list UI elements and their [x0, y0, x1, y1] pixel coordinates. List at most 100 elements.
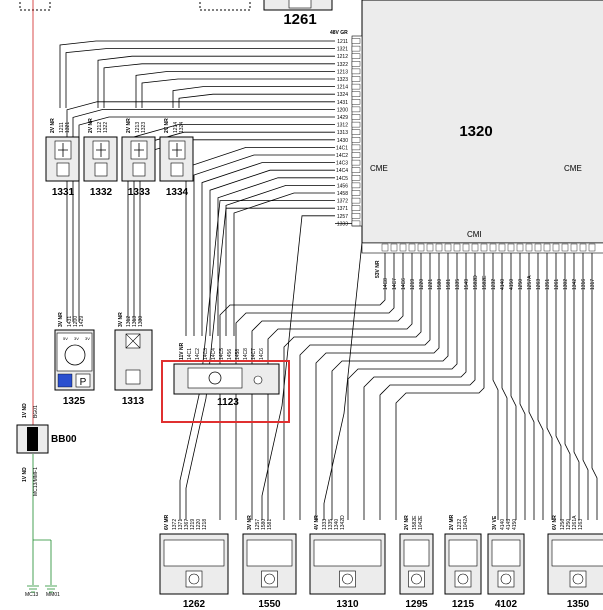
part-face	[403, 539, 430, 567]
part-1123-wire	[193, 154, 335, 336]
coil-wire	[97, 55, 335, 108]
ecu-pin-label: 1312	[337, 123, 348, 129]
cmi-wire	[299, 253, 431, 520]
cmi-pin	[444, 243, 452, 252]
ecu-pin-label: 1324	[337, 92, 348, 98]
part-wire-label: 1335	[328, 519, 334, 530]
sensor-1325-wire-label: 1429	[79, 316, 85, 327]
ecu-pin	[351, 190, 361, 196]
coil-wire	[103, 63, 335, 108]
cmi-wire-label: 1580	[437, 279, 443, 290]
part-connector: 4V NR	[314, 515, 320, 530]
part-wire-label: 1042A	[463, 515, 469, 530]
cmi-wire-label: 1220	[419, 279, 425, 290]
coil-icon	[58, 143, 68, 157]
part-wire-label: 1250	[566, 519, 572, 530]
ecu-pin-label: 1458	[337, 191, 348, 197]
coil-wire-label: 1322	[103, 122, 109, 133]
part-wire-label: 4140	[500, 519, 506, 530]
part-symbol	[188, 573, 200, 585]
cmi-wire	[537, 253, 544, 520]
cmi-pin	[579, 243, 587, 252]
coil-wire	[65, 48, 335, 108]
sensor-pin-label: 5V	[63, 336, 68, 341]
cmi-wire	[510, 253, 517, 520]
coil-wire-label: 1324	[179, 122, 185, 133]
cmi-pin	[417, 243, 425, 252]
pedal-icon	[208, 371, 222, 385]
coil-icon	[134, 143, 144, 157]
cmi-pin	[399, 243, 407, 252]
part-code: 1550	[258, 599, 281, 610]
part-wire-label: 1333	[322, 519, 328, 530]
cmi-wire	[315, 253, 440, 520]
coil-wire	[172, 86, 335, 108]
ecu-pin	[351, 159, 361, 166]
part-wire-label: 1263	[578, 519, 584, 530]
cmi-wire	[582, 253, 589, 520]
cmi-pin	[489, 243, 497, 252]
sensor-pin-label: 3V	[74, 336, 79, 341]
cmi-wire-label: 1581	[446, 279, 452, 290]
cmi-wire-label: 14C7	[392, 278, 398, 290]
ecu-pin	[351, 205, 361, 211]
cmi-wire	[283, 253, 422, 520]
ecu-pin-label: 1313	[337, 130, 348, 136]
sensor-1325-wire-label: 1431	[67, 316, 73, 327]
ecu-pin	[351, 121, 361, 128]
part-1123-connector: 11V NR	[179, 342, 185, 360]
cmi-wire	[347, 253, 458, 520]
coil-wire-label: 1323	[141, 122, 147, 133]
cmi-wire	[546, 253, 553, 520]
cmi-wire	[379, 253, 476, 520]
ecu-pin	[351, 91, 361, 97]
pressure-icon	[64, 344, 86, 366]
cmi-wire-label: 1317	[590, 279, 596, 290]
cmi-pin	[480, 243, 488, 252]
part-symbol	[342, 573, 353, 585]
part-connector: 3V VE	[492, 515, 498, 530]
ecu-pin-label: 1429	[337, 115, 348, 121]
p-letter: P	[80, 377, 87, 388]
cmi-pin	[462, 243, 470, 252]
ecu-pin-label: 1213	[337, 69, 348, 75]
part-face	[491, 539, 521, 567]
part-1123-wire-label: 14C8	[243, 348, 249, 360]
cmi-wire-label: 14C6	[401, 278, 407, 290]
cmi-wire-label: 1219	[410, 279, 416, 290]
coil-code: 1333	[128, 187, 151, 198]
cmi-pin	[588, 243, 596, 252]
battery-bb00: BB00 1V ND 1V ND BG01 MC13/MMF1 MC13 MM0…	[16, 0, 77, 598]
sensor-1325-wire	[66, 101, 335, 322]
cmi-wire	[555, 253, 562, 520]
part-wire-label: 1256	[560, 519, 566, 530]
ecu-pin-label: 1333	[337, 221, 348, 227]
cmi-pin	[426, 243, 434, 252]
ecu-pin	[351, 114, 361, 120]
part-symbol	[264, 573, 275, 585]
ecu-pin	[351, 220, 361, 227]
ground-left-label: MC13	[25, 592, 39, 598]
part-code: 4102	[495, 599, 518, 610]
cmi-pin	[552, 243, 560, 252]
cmi-wire-label: 1302	[563, 279, 569, 290]
injector-icon	[56, 162, 70, 177]
p-badge	[75, 373, 91, 388]
ecu-pin-label: 1212	[337, 54, 348, 60]
ecu-pin	[351, 45, 361, 52]
ecu-pin-label: 1456	[337, 183, 348, 189]
cmi-wire-label: 1351	[545, 279, 551, 290]
cmi-wire	[492, 253, 499, 520]
cmi-wire-label: 1582E	[482, 275, 488, 290]
part-wire-label: 1342D	[340, 515, 346, 530]
part-face	[313, 539, 382, 567]
sensor-pin-label: 3V	[85, 336, 90, 341]
part-1123-wire-label: 14C6	[259, 348, 265, 360]
cmi-wire-label: 1549	[464, 279, 470, 290]
ecu-code: 1320	[459, 123, 492, 140]
ecu-pin	[351, 137, 361, 143]
part-1261: 1261	[19, 0, 333, 28]
part-1123-wire	[225, 184, 335, 336]
ecu-pin	[351, 167, 361, 173]
part-face	[163, 539, 225, 567]
